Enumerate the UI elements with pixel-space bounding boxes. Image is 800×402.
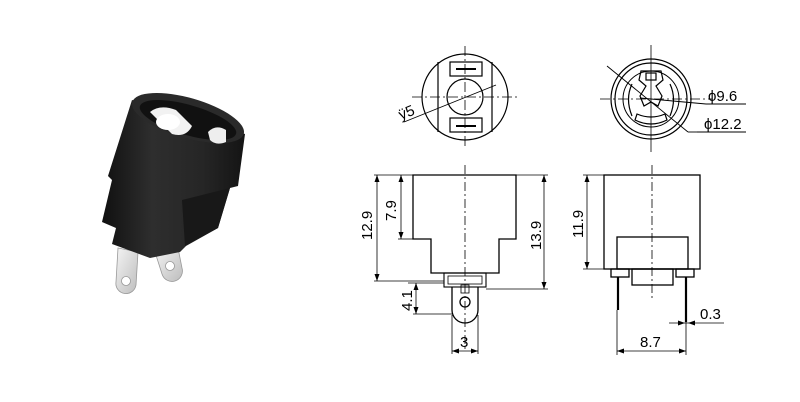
terminal-length-label: 4.1 [399,290,416,311]
body-outline [412,174,517,274]
pin-thickness-label: 0.3 [700,306,721,323]
terminal-width-label: 3 [460,334,468,351]
bottom-slot [449,117,483,133]
product-photo [102,92,245,294]
front-diameter-label: ÿ5 [396,102,417,124]
top-view-front [403,46,520,148]
height-12-9-label: 12.9 [359,211,376,240]
pin-spacing-label: 8.7 [640,334,661,351]
height-13-9-label: 13.9 [528,221,545,250]
side-view-rear [583,165,724,355]
height-11-9-label: 11.9 [570,210,587,238]
height-7-9-label: 7.9 [383,200,400,221]
jack-body [102,92,245,258]
side-view-front [374,165,548,354]
top-view-rear [600,45,746,152]
outer-diameter-label: ϕ12.2 [704,116,742,133]
terminal-lugs [115,247,183,294]
inner-diameter-label: ϕ9.6 [708,88,737,105]
top-slot [449,61,483,77]
